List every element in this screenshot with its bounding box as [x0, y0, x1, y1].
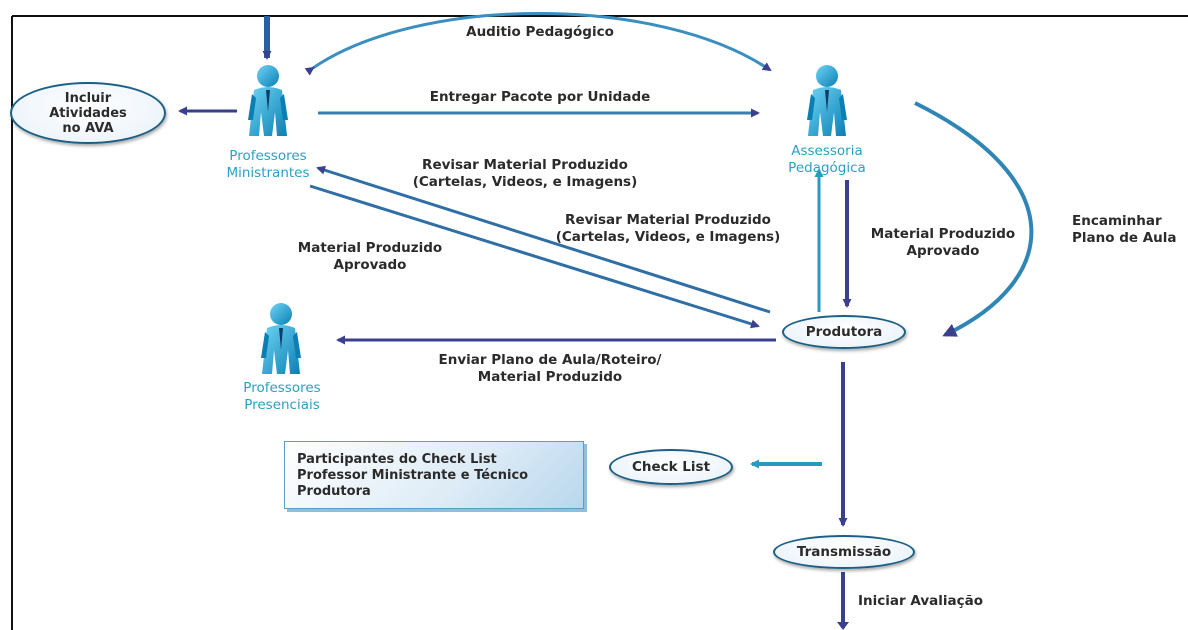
- label-material-aprovado-left: Material Produzido Aprovado: [265, 240, 475, 274]
- node-incluir-atividades: Incluir Atividades no AVA: [10, 82, 166, 144]
- label-encaminhar-line2: Plano de Aula: [1072, 230, 1177, 246]
- node-transmissao-label: Transmissão: [796, 543, 892, 560]
- label-revisar-2: Revisar Material Produzido (Cartelas, Vi…: [518, 212, 818, 246]
- label-iniciar-avaliacao: Iniciar Avaliação: [858, 593, 983, 610]
- role-pp-line2: Presenciais: [244, 397, 320, 413]
- arrow-encaminhar: [914, 101, 1034, 337]
- label-auditio: Auditio Pedagógico: [430, 24, 650, 41]
- label-enviar-line2: Material Produzido: [477, 369, 623, 385]
- note-line1: Participantes do Check List: [297, 452, 497, 467]
- label-mar-line2: Aprovado: [906, 243, 980, 259]
- arrow-auditio: [304, 12, 772, 76]
- node-transmissao: Transmissão: [773, 535, 915, 569]
- node-incluir-line2: Atividades: [49, 105, 127, 121]
- label-mar-line1: Material Produzido: [870, 226, 1016, 242]
- note-checklist-participants: Participantes do Check List Professor Mi…: [284, 441, 584, 509]
- label-mal-line1: Material Produzido: [297, 240, 443, 256]
- node-check-list: Check List: [609, 449, 733, 485]
- label-iniciar-text: Iniciar Avaliação: [858, 593, 983, 609]
- person-icon: [261, 303, 301, 374]
- label-mal-line2: Aprovado: [333, 257, 407, 273]
- arrow-material-aprovado-left: [309, 184, 760, 329]
- node-check-list-label: Check List: [631, 458, 711, 475]
- label-revisar-1-line1: Revisar Material Produzido: [422, 157, 628, 173]
- label-enviar-plano: Enviar Plano de Aula/Roteiro/ Material P…: [400, 352, 700, 386]
- node-incluir-line1: Incluir: [64, 90, 112, 106]
- role-pp-line1: Professores: [243, 380, 321, 396]
- label-enviar-line1: Enviar Plano de Aula/Roteiro/: [438, 352, 662, 368]
- label-revisar-1-line2: (Cartelas, Videos, e Imagens): [412, 174, 638, 190]
- role-professores-ministrantes: Professores Ministrantes: [193, 148, 343, 182]
- label-entregar-text: Entregar Pacote por Unidade: [429, 89, 651, 105]
- label-entregar-pacote: Entregar Pacote por Unidade: [380, 89, 700, 106]
- person-icon: [807, 65, 847, 136]
- role-ap-line2: Pedagógica: [788, 160, 866, 176]
- label-revisar-2-line2: (Cartelas, Videos, e Imagens): [555, 229, 781, 245]
- label-material-aprovado-right: Material Produzido Aprovado: [848, 226, 1038, 260]
- label-revisar-2-line1: Revisar Material Produzido: [565, 212, 771, 228]
- role-professores-presenciais: Professores Presenciais: [207, 380, 357, 414]
- label-revisar-1: Revisar Material Produzido (Cartelas, Vi…: [375, 157, 675, 191]
- note-line3: Produtora: [297, 484, 371, 499]
- label-encaminhar: Encaminhar Plano de Aula: [1072, 213, 1177, 247]
- note-line2: Professor Ministrante e Técnico: [297, 468, 529, 483]
- role-ap-line1: Assessoria: [791, 143, 863, 159]
- label-encaminhar-line1: Encaminhar: [1072, 213, 1162, 229]
- node-produtora: Produtora: [782, 315, 906, 349]
- role-pm-line2: Ministrantes: [226, 165, 310, 181]
- label-auditio-text: Auditio Pedagógico: [466, 24, 614, 40]
- role-assessoria-pedagogica: Assessoria Pedagógica: [752, 143, 902, 177]
- arrow-revisar-1: [316, 165, 771, 314]
- node-incluir-line3: no AVA: [62, 120, 114, 136]
- person-icon: [248, 65, 288, 136]
- node-produtora-label: Produtora: [805, 323, 883, 340]
- arrow-iniciar-avaliacao-head: [837, 622, 849, 630]
- role-pm-line1: Professores: [229, 148, 307, 164]
